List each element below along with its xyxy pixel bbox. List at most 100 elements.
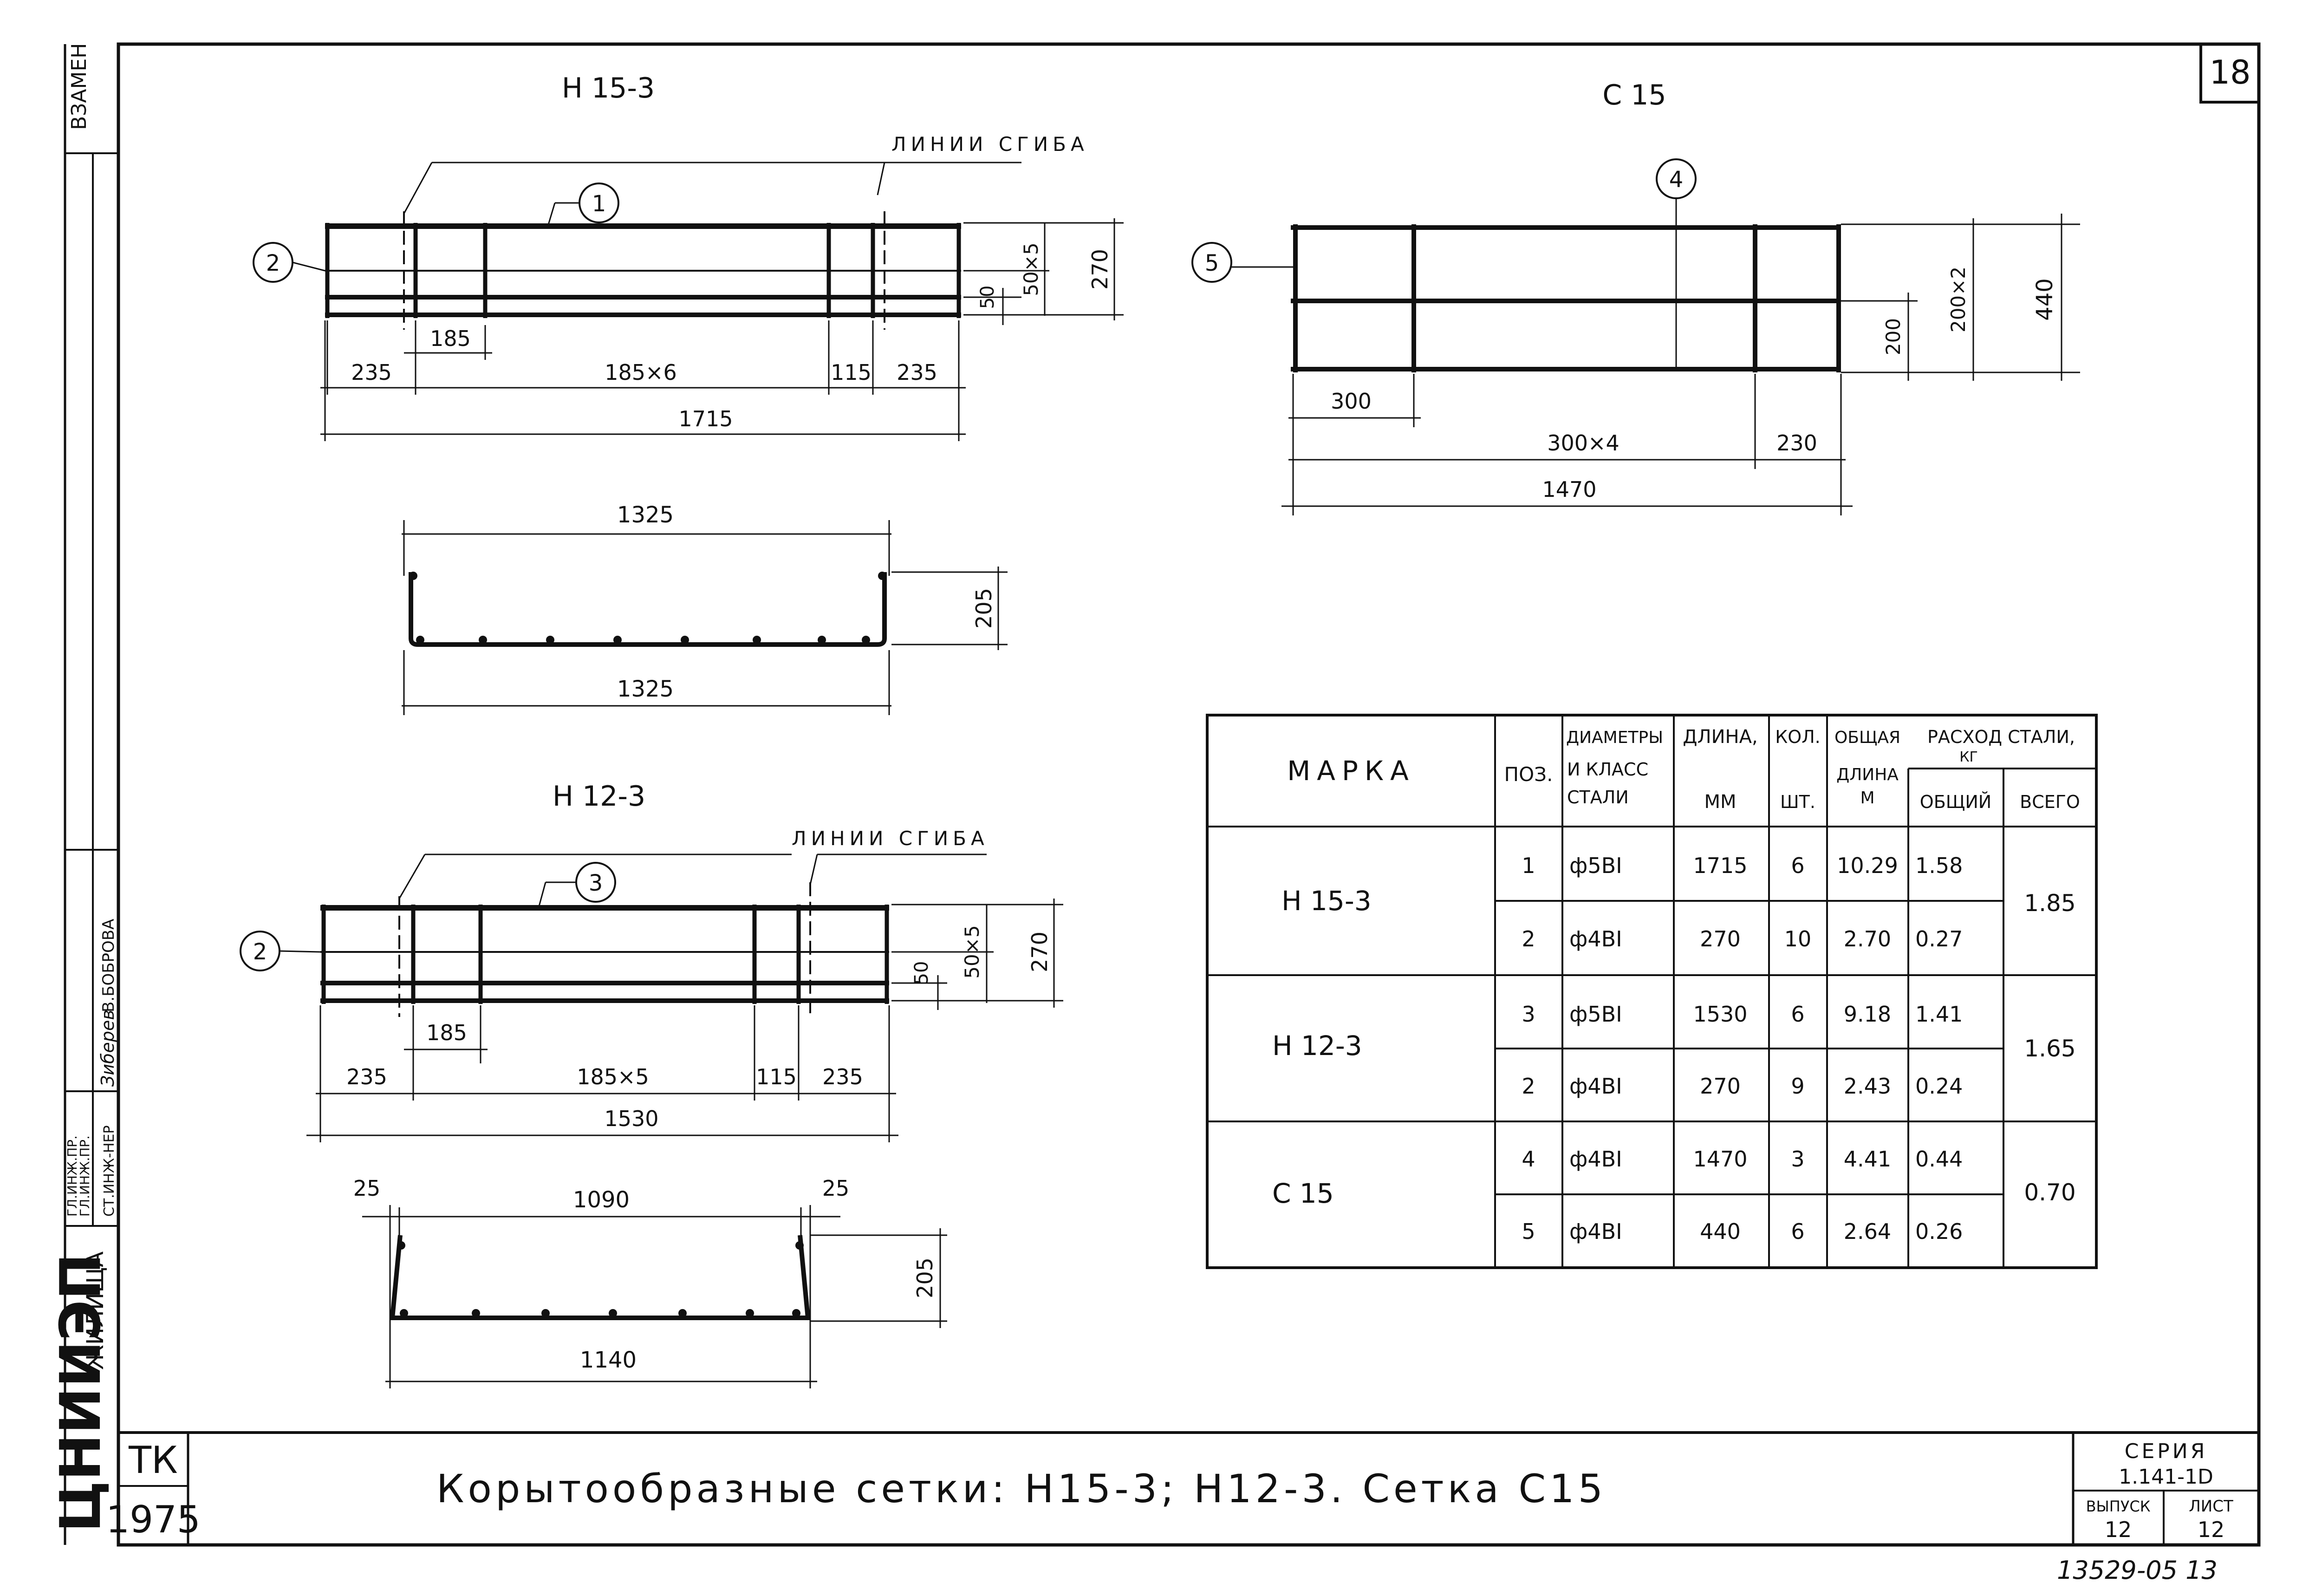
n12-dim-1: 235: [346, 1064, 387, 1089]
c15-vdim-3: 440: [2032, 278, 2058, 321]
n15-total: 1715: [678, 406, 733, 431]
n15-dim-5: 235: [897, 360, 937, 385]
th-total-1: ОБЩАЯ: [1834, 728, 1900, 747]
n12-profile-height: 205: [912, 1257, 937, 1298]
strip-signature: Зиберев: [98, 1010, 118, 1087]
c15-title: С 15: [1602, 79, 1666, 111]
cell-pos: 5: [1522, 1219, 1535, 1244]
table-all: 1.85: [2024, 890, 2075, 917]
n12-total: 1530: [604, 1106, 658, 1131]
cell-qty: 10: [1784, 926, 1812, 951]
cell-kg: 0.26: [1915, 1219, 1963, 1244]
cell-pos: 3: [1522, 1002, 1535, 1027]
strip-institute: ЦНИИЭП: [49, 1253, 113, 1532]
c15-plan: С 15 4 5 300 300×4 230 1470 200: [1191, 79, 2080, 515]
n15-vdim-1: 50: [977, 286, 998, 309]
sheet-number: 18: [2209, 53, 2250, 91]
n12-vdim-3: 270: [1027, 932, 1052, 972]
c15-vdim-1: 200: [1882, 318, 1905, 355]
table-row: 3 ф5ВI 1530 6 9.18 1.41: [1522, 1002, 1963, 1027]
th-total-3: М: [1860, 788, 1874, 808]
cell-len: 270: [1700, 1074, 1741, 1099]
cell-kg: 0.24: [1915, 1074, 1963, 1099]
tk-label: ТК: [128, 1439, 178, 1482]
table-row: 2 ф4ВI 270 10 2.70 0.27: [1522, 926, 1963, 951]
n12-vdim-2: 50×5: [961, 925, 983, 978]
cell-diam: ф4ВI: [1569, 1074, 1622, 1099]
cell-len: 1470: [1693, 1147, 1747, 1172]
n15-profile-bottom: 1325: [617, 676, 674, 702]
n15-callout-side: 2: [266, 250, 280, 276]
c15-vdim-2: 200×2: [1947, 267, 1970, 332]
issue-label: ВЫПУСК: [2086, 1498, 2151, 1515]
cell-pos: 4: [1522, 1147, 1535, 1172]
strip-top-label: ВЗАМЕН: [67, 43, 91, 130]
sheet-value: 12: [2198, 1517, 2225, 1542]
cell-qty: 6: [1791, 1219, 1804, 1244]
cell-qty: 6: [1791, 1002, 1804, 1027]
cell-qty: 6: [1791, 853, 1804, 878]
cell-total: 10.29: [1837, 853, 1898, 878]
cell-kg: 1.41: [1915, 1002, 1963, 1027]
n15-profile-top: 1325: [617, 502, 674, 528]
cell-pos: 1: [1522, 853, 1535, 878]
cell-pos: 2: [1522, 926, 1535, 951]
table-row: 4 ф4ВI 1470 3 4.41 0.44: [1522, 1147, 1963, 1172]
cell-qty: 3: [1791, 1147, 1804, 1172]
strip-role-2: ГЛ.ИНЖ.ПР.: [77, 1135, 92, 1217]
th-steel-all: ВСЕГО: [2020, 792, 2080, 812]
title-block: ТК 1975 Корытообразные сетки: Н15-3; Н12…: [106, 1431, 2259, 1545]
n15-title: Н 15-3: [562, 72, 655, 104]
th-steel: РАСХОД СТАЛИ,: [1927, 727, 2075, 747]
cell-total: 4.41: [1844, 1147, 1891, 1172]
cell-pos: 2: [1522, 1074, 1535, 1099]
sheet-frame: 18 ВЗАМЕН В.БОБРОВА Зиберев ГЛ.ИНЖ.ПР. Г…: [49, 42, 2261, 1547]
n12-dim-3: 185×5: [577, 1064, 649, 1089]
cell-len: 1715: [1693, 853, 1747, 878]
strip-role-1: ГЛ.ИНЖ.ПР.: [65, 1135, 80, 1217]
table-row: 5 ф4ВI 440 6 2.64 0.26: [1522, 1219, 1963, 1244]
cell-diam: ф4ВI: [1569, 1147, 1622, 1172]
table-row: 1 ф5ВI 1715 6 10.29 1.58: [1522, 853, 1963, 878]
cell-kg: 0.44: [1915, 1147, 1963, 1172]
n12-callout-pos: 3: [589, 870, 603, 896]
table-all: 0.70: [2024, 1179, 2075, 1206]
n15-vdim-3: 270: [1087, 249, 1112, 290]
table-mark: С 15: [1272, 1178, 1334, 1209]
cell-diam: ф5ВI: [1569, 1002, 1622, 1027]
n12-dim-5: 235: [822, 1064, 863, 1089]
n12-dim-2: 185: [426, 1020, 467, 1045]
th-steel-unit: КГ: [1959, 749, 1978, 765]
strip-surname: В.БОБРОВА: [99, 919, 118, 1012]
th-len-1: ДЛИНА,: [1683, 726, 1757, 748]
n15-plan: Н 15-3 ЛИНИИ СГИБА 1 2: [253, 72, 1124, 441]
n15-dim-4: 115: [831, 360, 872, 385]
c15-dim-2: 300×4: [1547, 430, 1620, 456]
n15-bend-label: ЛИНИИ СГИБА: [891, 133, 1089, 156]
n12-callout-side: 2: [253, 939, 267, 965]
th-pos: ПОЗ.: [1504, 763, 1553, 786]
sheet-title: Корытообразные сетки: Н15-3; Н12-3. Сетк…: [436, 1466, 1607, 1511]
series-label: СЕРИЯ: [2125, 1440, 2208, 1463]
sheet-label: ЛИСТ: [2189, 1497, 2233, 1516]
strip-role-3: СТ.ИНЖ-НЕР: [101, 1125, 117, 1217]
cell-diam: ф4ВI: [1569, 926, 1622, 951]
th-diam-1: ДИАМЕТРЫ: [1566, 728, 1663, 747]
n12-bend-label: ЛИНИИ СГИБА: [792, 827, 989, 850]
cell-len: 270: [1700, 926, 1741, 951]
th-diam-2: И КЛАСС: [1567, 759, 1648, 780]
archive-stamp: 13529-05 13: [2057, 1556, 2218, 1585]
c15-total: 1470: [1542, 477, 1596, 502]
issue-value: 12: [2105, 1517, 2132, 1542]
th-qty-1: КОЛ.: [1775, 727, 1821, 747]
n15-dim-1: 235: [351, 360, 392, 385]
th-total-2: ДЛИНА: [1836, 765, 1899, 784]
n15-profile: 1325 1325 205: [402, 502, 1008, 715]
th-len-2: ММ: [1704, 791, 1736, 813]
n15-callout-pos: 1: [592, 191, 606, 217]
n12-profile-left: 25: [353, 1176, 381, 1201]
n12-profile-top: 1090: [573, 1187, 630, 1213]
n12-dim-4: 115: [756, 1064, 797, 1089]
table-mark: Н 12-3: [1272, 1030, 1362, 1062]
